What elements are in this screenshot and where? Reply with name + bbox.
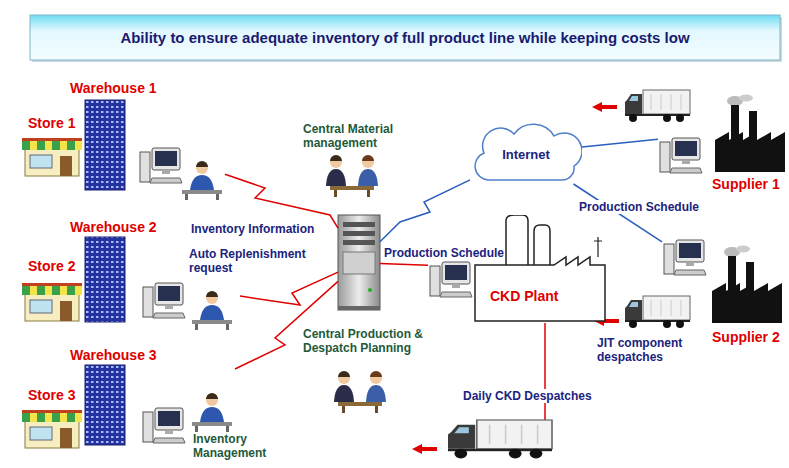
illustration-part: [338, 306, 380, 310]
server-tower: [338, 215, 380, 310]
computer-icon: [143, 408, 185, 443]
illustration-part: [85, 237, 125, 322]
server-node: Central Production & Despatch Planning: [338, 215, 380, 310]
illustration-part: [338, 215, 380, 310]
edge-label-holder: Auto Replenishment request: [188, 247, 328, 276]
truck-icon: [448, 420, 552, 458]
node-label: Store 1: [28, 115, 75, 131]
computer-icon: [430, 262, 472, 297]
despatch-line: [544, 323, 546, 420]
edge-label-holder: Production Schedule: [578, 197, 700, 215]
connector-line: [380, 263, 428, 265]
truck-icon: [625, 296, 690, 328]
store-icon: [22, 410, 82, 448]
node-label: Warehouse 2: [70, 219, 157, 235]
node-label-holder: Warehouse 3: [70, 346, 157, 364]
node-label-holder: Store 3: [28, 386, 75, 404]
warehouse-building: [85, 100, 125, 445]
note-label-holder: Inventory Management: [193, 432, 288, 461]
node-label: Store 3: [28, 387, 75, 403]
connector-line: [225, 174, 338, 228]
illustration-part: [343, 252, 375, 274]
cloud-node: Internet: [470, 122, 582, 184]
node-label-holder: Supplier 1: [712, 175, 780, 193]
truck-icon: [625, 90, 690, 122]
store-node: Store 1: [22, 138, 84, 176]
note-label-holder: Central Material management: [303, 122, 418, 151]
title-holder: Ability to ensure adequate inventory of …: [30, 15, 780, 60]
node-label: Internet: [502, 148, 550, 162]
store-icon: [22, 283, 82, 321]
computer-icon: [660, 138, 702, 173]
note-label: JIT component despatches: [597, 336, 707, 364]
note-label: Central Material management: [303, 122, 418, 150]
plant-node: CKD Plant: [428, 215, 608, 323]
connector-line: [235, 281, 338, 369]
factory-icon: [712, 246, 782, 324]
computer-icon: [664, 240, 706, 275]
node-label-holder: Internet: [470, 145, 582, 163]
connector-line: [240, 272, 338, 305]
note-label: Daily CKD Despatches: [462, 389, 593, 403]
node-label: CKD Plant: [490, 288, 558, 304]
edge-label: Inventory Information: [190, 222, 315, 236]
note-label-holder: JIT component despatches: [597, 336, 707, 365]
illustration-part: [343, 240, 375, 245]
edge-label-holder: Inventory Information: [190, 219, 315, 237]
node-label-holder: Warehouse 2: [70, 218, 157, 236]
illustration-part: [448, 420, 552, 458]
meeting-icon: [326, 155, 378, 197]
node-label-holder: CKD Plant: [490, 287, 558, 305]
node-label: Supplier 1: [712, 176, 780, 192]
computer-icon: [143, 283, 185, 318]
store-icon: [22, 138, 82, 176]
title-text: Ability to ensure adequate inventory of …: [120, 29, 689, 47]
illustration-part: [368, 288, 372, 292]
connector-line: [380, 180, 470, 242]
node-label-holder: Supplier 2: [712, 328, 780, 346]
illustration-part: [85, 365, 125, 445]
node-label: Warehouse 3: [70, 347, 157, 363]
store-node: Store 2: [22, 283, 84, 321]
despatch-arrow: [412, 444, 437, 454]
operator-icon: [192, 393, 232, 432]
plant-outline: [428, 215, 608, 323]
illustration-part: [85, 100, 125, 190]
node-label: Supplier 2: [712, 329, 780, 345]
node-label: Central Production & Despatch Planning: [303, 327, 448, 355]
operator-icon: [192, 291, 232, 330]
meeting-icon: [334, 371, 386, 413]
supplier-node: Supplier 2: [662, 240, 785, 324]
note-label-holder: Daily CKD Despatches: [462, 386, 593, 404]
supplier-node: Supplier 1: [658, 92, 785, 173]
edge-label: Production Schedule: [383, 246, 505, 260]
node-label-holder: Store 1: [28, 114, 75, 132]
node-label: Warehouse 1: [70, 80, 157, 96]
warehouse-node: Warehouse 1: [85, 100, 225, 200]
despatch-arrow: [592, 102, 617, 112]
factory-icon: [715, 95, 785, 173]
operator-icon: [182, 161, 222, 200]
computer-icon: [140, 148, 182, 183]
node-label-holder: Store 2: [28, 257, 75, 275]
edge-label: Production Schedule: [578, 200, 700, 214]
illustration-part: [343, 222, 375, 227]
connector-line: [582, 139, 658, 147]
node-label-holder: Warehouse 1: [70, 79, 157, 97]
node-label-holder: Central Production & Despatch Planning: [303, 327, 448, 356]
store-node: Store 3: [22, 410, 84, 448]
edge-label: Auto Replenishment request: [188, 247, 328, 275]
illustration-part: [343, 231, 375, 236]
title-band: [30, 15, 780, 60]
edge-label-holder: Production Schedule: [383, 243, 505, 261]
node-label: Store 2: [28, 258, 75, 274]
note-label: Inventory Management: [193, 432, 288, 460]
